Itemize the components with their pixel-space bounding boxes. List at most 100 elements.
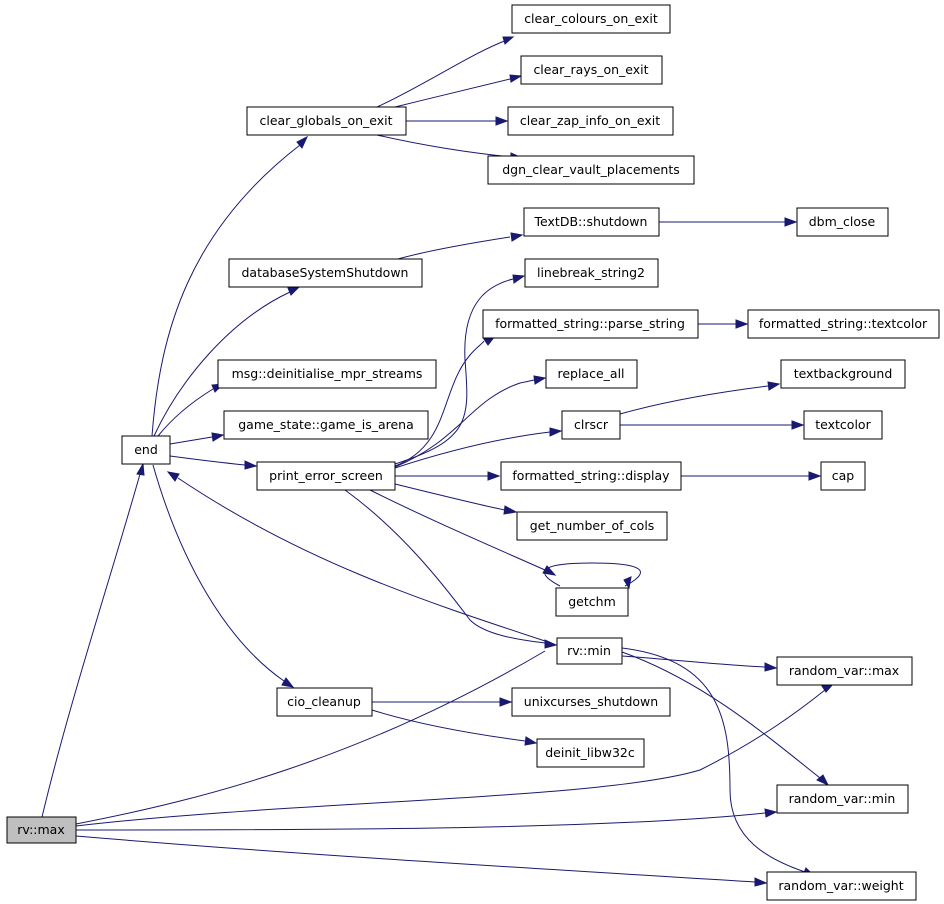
node-label: formatted_string::parse_string [495, 316, 685, 331]
node-game-state-game-is-arena[interactable]: game_state::game_is_arena [223, 410, 429, 440]
node-label: getchm [568, 594, 616, 609]
arrowhead-cap [808, 471, 822, 481]
edge-rvmin-to-rvmax [621, 655, 766, 668]
arrowhead-rays [509, 74, 523, 83]
node-formatted-string-parse-string[interactable]: formatted_string::parse_string [482, 309, 699, 339]
edge-globals-to-colours [376, 39, 508, 108]
node-label: clear_rays_on_exit [533, 62, 648, 77]
arrowhead-linebreak [512, 274, 526, 284]
node-label: textbackground [794, 366, 893, 381]
node-textdb-shutdown[interactable]: TextDB::shutdown [523, 207, 660, 237]
node-textbackground[interactable]: textbackground [780, 359, 906, 389]
node-dgn-clear-vault-placements[interactable]: dgn_clear_vault_placements [487, 155, 695, 185]
arrowhead-dbm [784, 217, 798, 227]
edge-rvmax-to-randmax [75, 689, 826, 827]
node-clrscr[interactable]: clrscr [561, 410, 621, 440]
node-label: random_var::max [789, 663, 899, 678]
arrowhead-randmin-from-rvmax [764, 808, 778, 818]
arrowhead-textdb [510, 232, 524, 242]
node-label: dbm_close [809, 214, 876, 229]
arrowhead-display [487, 471, 501, 481]
arrowhead-arena [211, 432, 225, 442]
node-end[interactable]: end [121, 435, 171, 465]
nodes: clear_colours_on_exit clear_rays_on_exit… [6, 4, 940, 901]
edge-end-to-dbshutdown [153, 291, 291, 437]
node-database-system-shutdown[interactable]: databaseSystemShutdown [228, 258, 423, 288]
node-clear-zap-info-on-exit[interactable]: clear_zap_info_on_exit [507, 106, 674, 136]
node-label: end [134, 442, 158, 457]
arrowhead-fstextcolor [735, 319, 749, 329]
edge-rvmax-to-rvmin [75, 650, 546, 825]
edge-rvmax-to-randmin [75, 812, 766, 831]
node-label: dgn_clear_vault_placements [502, 162, 680, 177]
node-label: print_error_screen [269, 468, 383, 483]
arrowhead-end-from-rvmax [136, 462, 145, 476]
node-label: linebreak_string2 [537, 265, 645, 280]
node-unixcurses-shutdown[interactable]: unixcurses_shutdown [511, 687, 671, 717]
node-label: textcolor [815, 417, 871, 432]
node-label: deinit_libw32c [545, 745, 635, 760]
node-getchm[interactable]: getchm [555, 587, 629, 617]
node-random-var-min[interactable]: random_var::min [776, 784, 909, 814]
node-random-var-weight[interactable]: random_var::weight [766, 871, 917, 901]
arrowhead-clrscr [549, 427, 563, 437]
arrowhead-textbg [767, 381, 781, 391]
edge-dbshutdown-to-textdb [397, 236, 511, 260]
edge-end-to-globals [151, 144, 301, 437]
edge-cio-to-w32c [371, 709, 526, 742]
edges [41, 39, 826, 883]
node-dbm-close[interactable]: dbm_close [796, 207, 889, 237]
node-cap[interactable]: cap [820, 461, 866, 491]
node-label: random_var::weight [778, 878, 903, 893]
edge-end-to-arena [169, 436, 213, 445]
edge-pes-to-replace [394, 379, 535, 468]
edge-rvmax-to-weight [75, 835, 756, 883]
node-clear-colours-on-exit[interactable]: clear_colours_on_exit [511, 4, 671, 34]
arrowhead-getchm [542, 565, 557, 576]
arrowhead-textcolor [791, 420, 805, 430]
edge-end-to-cio [152, 464, 285, 682]
arrowhead-cio [281, 677, 295, 688]
node-label: TextDB::shutdown [534, 214, 648, 229]
node-msg-deinitialise-mpr-streams[interactable]: msg::deinitialise_mpr_streams [217, 359, 437, 389]
edge-pes-to-cols [394, 483, 506, 511]
arrowhead-getchm-self [623, 576, 632, 590]
node-label: get_number_of_cols [530, 518, 655, 533]
edge-rvmin-to-end [177, 477, 546, 642]
node-replace-all[interactable]: replace_all [545, 359, 638, 389]
node-textcolor[interactable]: textcolor [803, 410, 883, 440]
node-random-var-max[interactable]: random_var::max [776, 656, 913, 686]
node-label: clrscr [574, 417, 609, 432]
edge-rvmin-to-rvmin2 [621, 651, 821, 779]
node-label: clear_colours_on_exit [524, 11, 658, 26]
node-formatted-string-display[interactable]: formatted_string::display [500, 461, 682, 491]
arrowhead-zap [495, 116, 509, 126]
node-cio-cleanup[interactable]: cio_cleanup [276, 687, 373, 717]
node-rv-min[interactable]: rv::min [556, 637, 623, 665]
node-linebreak-string2[interactable]: linebreak_string2 [524, 258, 659, 288]
node-get-number-of-cols[interactable]: get_number_of_cols [516, 511, 668, 541]
arrowhead-w32c [524, 736, 538, 746]
node-clear-globals-on-exit[interactable]: clear_globals_on_exit [246, 106, 407, 136]
node-rv-max[interactable]: rv::max [6, 816, 77, 844]
edge-rvmax-to-end [41, 473, 141, 818]
node-deinit-libw32c[interactable]: deinit_libw32c [536, 738, 645, 768]
node-label: unixcurses_shutdown [524, 694, 658, 709]
arrowhead-globals [296, 135, 309, 149]
node-label: replace_all [557, 366, 624, 381]
node-label: random_var::min [789, 791, 896, 806]
node-formatted-string-textcolor[interactable]: formatted_string::textcolor [747, 309, 940, 339]
edge-pes-to-clrscr [394, 431, 551, 469]
arrowhead-replace [533, 375, 547, 385]
edge-globals-to-vault [376, 134, 513, 158]
node-print-error-screen[interactable]: print_error_screen [256, 461, 396, 491]
arrowhead-weight-from-rvmax [754, 877, 768, 887]
edge-getchm-self [544, 562, 641, 587]
edge-pes-to-parse [394, 340, 485, 467]
node-label: game_state::game_is_arena [238, 417, 414, 432]
node-label: clear_zap_info_on_exit [520, 113, 660, 128]
arrowhead-end-back [166, 471, 180, 482]
node-label: rv::min [567, 643, 611, 658]
node-clear-rays-on-exit[interactable]: clear_rays_on_exit [520, 55, 663, 85]
edge-end-to-pes [169, 455, 246, 466]
